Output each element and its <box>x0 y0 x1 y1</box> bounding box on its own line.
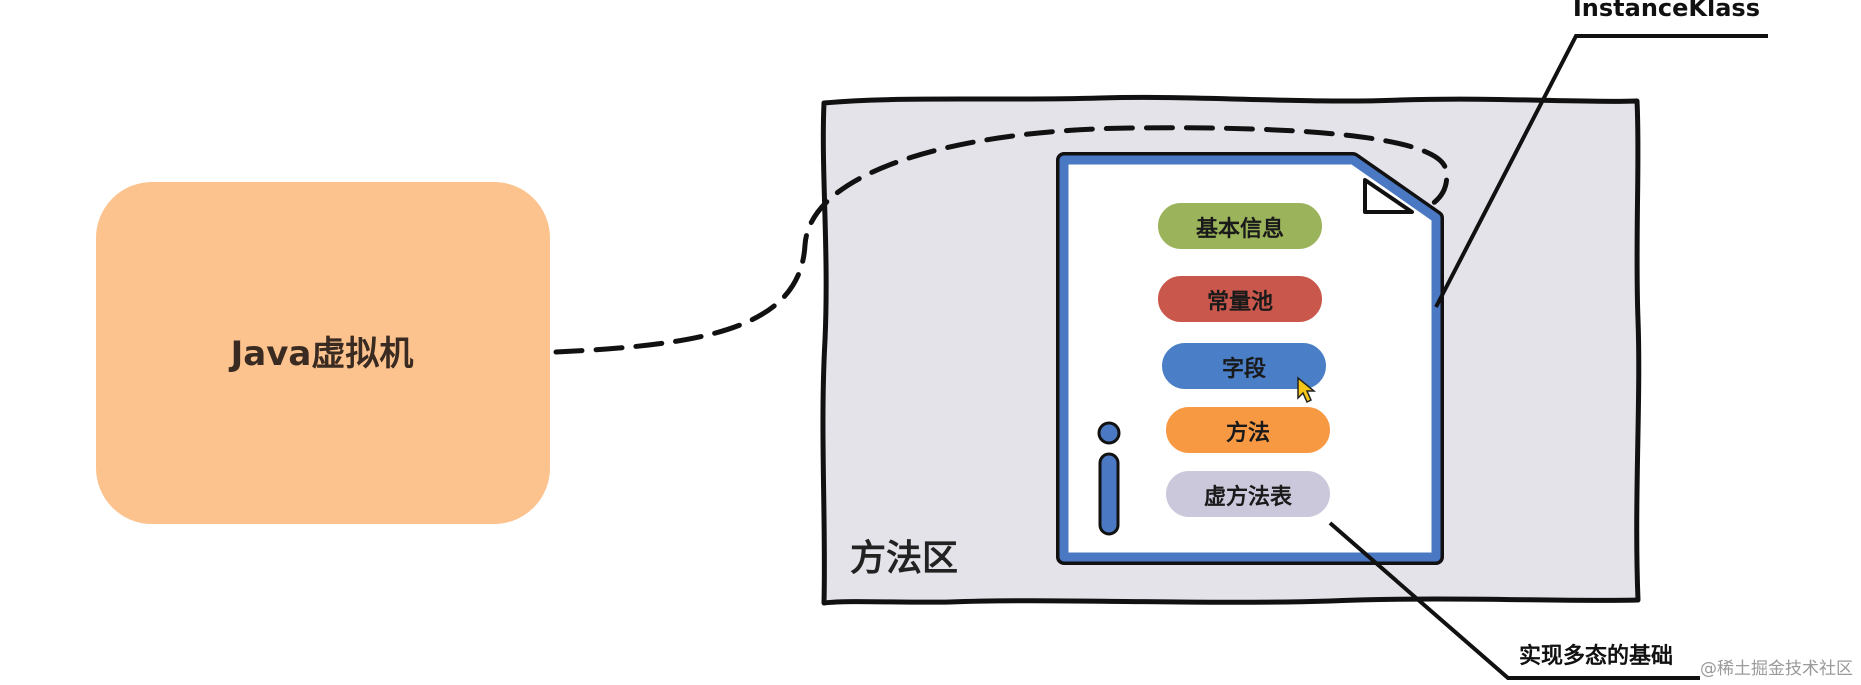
info-icon <box>1098 452 1120 536</box>
section-vtable <box>1162 467 1334 521</box>
section-fields-label: 字段 <box>1222 356 1266 382</box>
page-fold-icon <box>1363 178 1414 214</box>
section-vtable-label: 虚方法表 <box>1204 484 1293 510</box>
section-methods-label: 方法 <box>1226 420 1270 446</box>
section-constant-pool-label: 常量池 <box>1207 289 1273 315</box>
klass-sections: 基本信息 常量池 字段 方法 虚方法表 <box>1154 199 1334 521</box>
jvm-node: Java虚拟机 <box>92 178 554 528</box>
jvm-box <box>92 178 554 528</box>
section-methods <box>1162 403 1334 457</box>
watermark: @稀土掘金技术社区 <box>1700 659 1853 679</box>
section-basic-info <box>1154 199 1326 253</box>
vtable-leader-line <box>1328 521 1700 680</box>
instance-klass-leader-line <box>1434 34 1768 308</box>
jvm-label: Java虚拟机 <box>229 334 414 374</box>
section-constant-pool <box>1154 272 1326 326</box>
section-fields <box>1158 339 1330 393</box>
instance-klass-callout: InstanceKlass <box>1434 0 1768 308</box>
method-area-label: 方法区 <box>850 538 958 579</box>
cursor-icon <box>1297 376 1317 404</box>
info-icon-dot <box>1097 421 1121 445</box>
section-basic-info-label: 基本信息 <box>1196 216 1284 242</box>
jvm-to-klass-connector <box>553 125 1450 355</box>
vtable-callout: 实现多态的基础 <box>1328 521 1700 680</box>
vtable-callout-label: 实现多态的基础 <box>1519 643 1673 669</box>
instance-klass-label: InstanceKlass <box>1573 0 1760 22</box>
